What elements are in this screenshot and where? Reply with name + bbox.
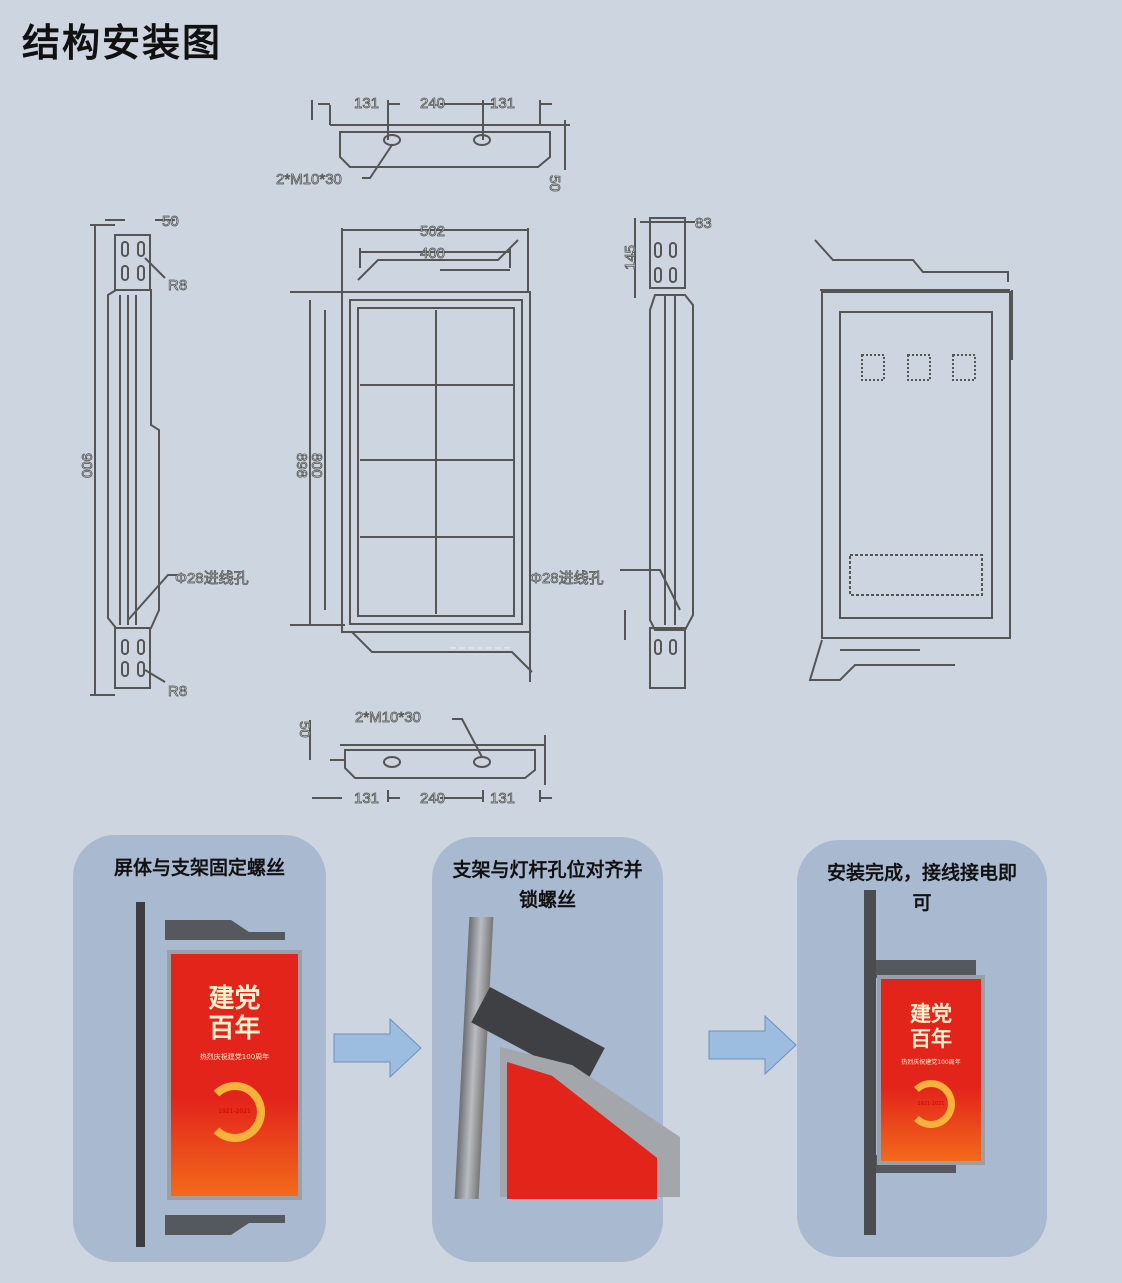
upper-bracket: [165, 920, 285, 940]
light-pole: [864, 890, 876, 1235]
poster-line2: 百年: [910, 1026, 952, 1051]
page-title: 结构安装图: [22, 20, 223, 65]
left-height-dim: 900: [78, 453, 95, 478]
led-screen: 建党 百年 热烈庆祝建党100周年 1921-2021: [877, 975, 985, 1165]
poster-line2: 百年: [208, 1014, 261, 1044]
poster: 建党 百年 热烈庆祝建党100周年 1921-2021: [881, 979, 981, 1161]
top-dim-2: 240: [420, 95, 445, 112]
step-panel-3: 安装完成，接线接电即可 建党 百年 热烈庆祝建党100周年 1921-2021: [797, 840, 1047, 1257]
left-radius-top: R8: [168, 277, 187, 294]
arrow-right-icon: [333, 1018, 422, 1078]
led-screen: 建党 百年 热烈庆祝建党100周年 1921-2021: [167, 950, 302, 1200]
lower-bracket: [165, 1215, 285, 1235]
poster-subtitle: 热烈庆祝建党100周年: [901, 1059, 961, 1066]
right-side-view: 83 145 Φ28进线孔: [530, 215, 712, 689]
top-bolt-label: 2*M10*30: [276, 171, 342, 188]
bottom-bolt-label: 2*M10*30: [355, 709, 421, 726]
front-height-inner: 800: [308, 453, 325, 478]
left-top-dim: 50: [162, 213, 179, 230]
right-top-dim: 83: [695, 215, 712, 232]
light-pole: [136, 902, 145, 1247]
step-caption-1: 屏体与支架固定螺丝: [113, 857, 285, 879]
bottom-dim-3: 131: [490, 790, 515, 807]
left-side-view: 50 R8 900 Φ28进线孔 R8: [78, 213, 249, 701]
left-cable-hole: Φ28进线孔: [175, 570, 249, 587]
poster: 建党 百年 热烈庆祝建党100周年 1921-2021: [171, 954, 298, 1196]
step-caption-2: 支架与灯杆孔位对齐并锁螺丝: [452, 859, 643, 911]
light-pole: [454, 917, 494, 1199]
top-view: 131 240 131 2*M10*30 50: [276, 95, 570, 192]
front-view: 502 400 898 800: [290, 223, 533, 682]
bottom-dim-2: 240: [420, 790, 445, 807]
step-panel-1: 屏体与支架固定螺丝 建党 百年 热烈庆祝建党100周年 1921-2021: [73, 835, 326, 1262]
step-panel-2: 支架与灯杆孔位对齐并锁螺丝: [432, 837, 680, 1262]
bottom-side-dim: 50: [296, 721, 313, 738]
top-dim-1: 131: [354, 95, 379, 112]
poster-line1: 建党: [910, 1001, 952, 1026]
right-bracket-dim: 145: [622, 245, 639, 270]
step-caption-3: 安装完成，接线接电即可: [826, 862, 1017, 914]
arrow-right-icon: [708, 1015, 797, 1075]
front-width-outer: 502: [420, 223, 445, 240]
poster-line1: 建党: [208, 984, 261, 1014]
top-side-dim: 50: [546, 175, 563, 192]
right-cable-hole: Φ28进线孔: [530, 570, 604, 587]
front-height-outer: 898: [293, 453, 310, 478]
upper-bracket: [876, 960, 976, 978]
poster-subtitle: 热烈庆祝建党100周年: [199, 1053, 270, 1061]
technical-drawing: 131 240 131 2*M10*30 50 50 R8 900 Φ28进线孔…: [78, 95, 1013, 807]
top-dim-3: 131: [490, 95, 515, 112]
back-view: [808, 239, 1013, 681]
bottom-dim-1: 131: [354, 790, 379, 807]
front-width-inner: 400: [420, 245, 445, 262]
party-emblem-icon: 1921-2021: [204, 1082, 265, 1142]
left-radius-bottom: R8: [168, 683, 187, 700]
bottom-view: 2*M10*30 131 240 131 50: [296, 709, 552, 807]
party-emblem-icon: 1921-2021: [907, 1080, 955, 1128]
